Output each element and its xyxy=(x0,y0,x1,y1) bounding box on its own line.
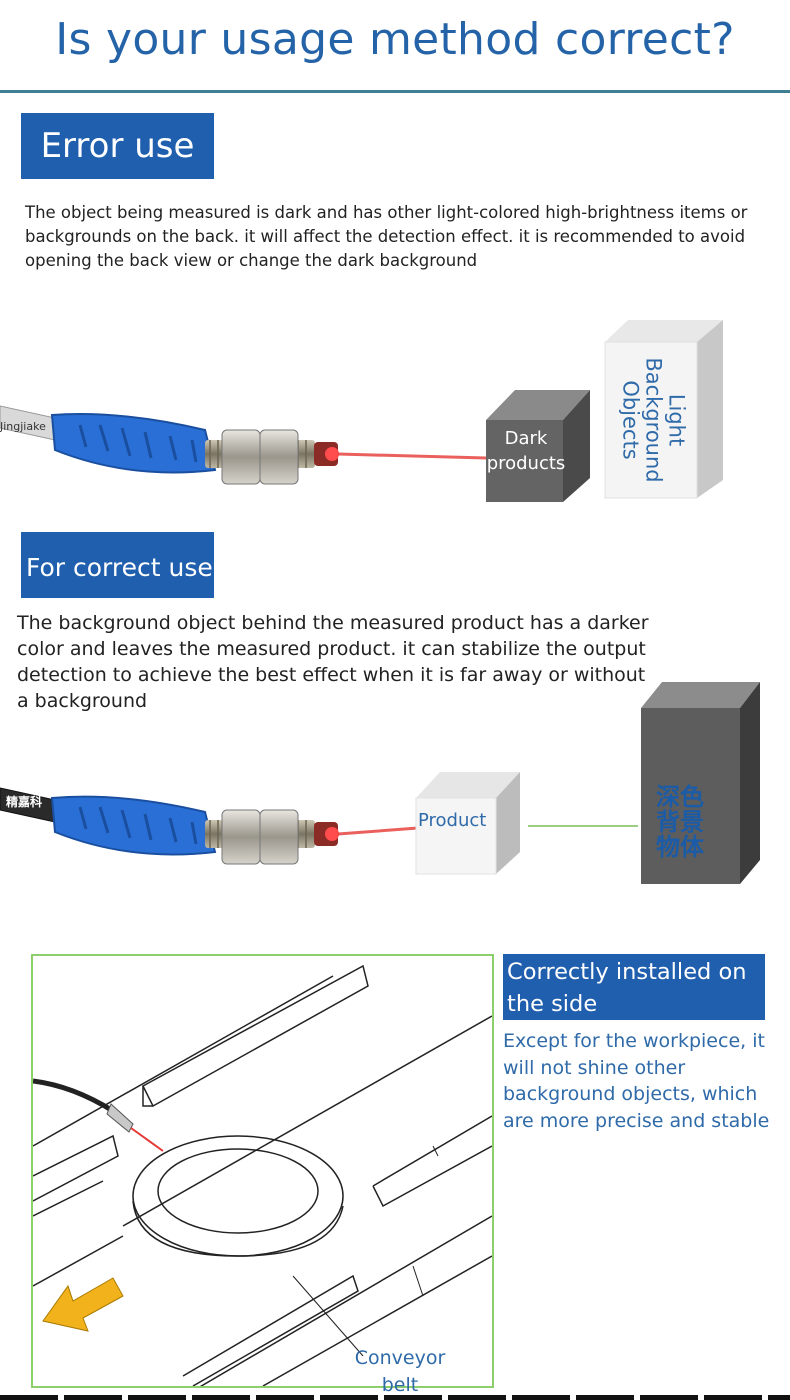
product-label: Product xyxy=(418,810,487,831)
dark-background-box xyxy=(641,708,740,884)
dark-product-box xyxy=(486,420,563,502)
conveyor-illustration xyxy=(31,954,494,1400)
error-illustration xyxy=(0,320,723,502)
sensor-sleeve xyxy=(50,795,217,856)
nut xyxy=(259,809,299,865)
conveyor-drawing xyxy=(32,964,493,1400)
sensor-sleeve xyxy=(50,413,217,474)
dark-products-label: Dark products xyxy=(486,428,566,474)
sensor-brand-label: Jingjiake xyxy=(0,420,46,433)
light-background-box xyxy=(604,341,698,499)
side-install-tag: Correctly installed on the side xyxy=(503,954,765,1020)
bottom-strip xyxy=(0,1395,790,1400)
laser-beam xyxy=(337,826,419,836)
light-background-label: Light Background Objects xyxy=(618,357,688,483)
conveyor-belt-label: Conveyor belt xyxy=(354,1347,446,1396)
product-box xyxy=(415,797,497,875)
header-divider xyxy=(0,90,790,93)
correct-illustration xyxy=(0,682,760,884)
sensor-brand-label: 精嘉科 xyxy=(6,795,43,809)
laser-beam xyxy=(337,452,487,460)
dark-background-label: 深色背景物体 xyxy=(656,783,704,861)
error-use-tag: Error use xyxy=(21,113,214,179)
nut xyxy=(221,429,261,485)
correct-use-tag: For correct use xyxy=(21,532,214,598)
nut xyxy=(221,809,261,865)
error-description: The object being measured is dark and ha… xyxy=(25,203,748,270)
nut xyxy=(259,429,299,485)
correct-description: The background object behind the measure… xyxy=(17,612,649,712)
direction-arrow xyxy=(42,1277,124,1332)
page-title: Is your usage method correct? xyxy=(55,14,735,65)
side-description: Except for the workpiece, it will not sh… xyxy=(503,1030,770,1132)
